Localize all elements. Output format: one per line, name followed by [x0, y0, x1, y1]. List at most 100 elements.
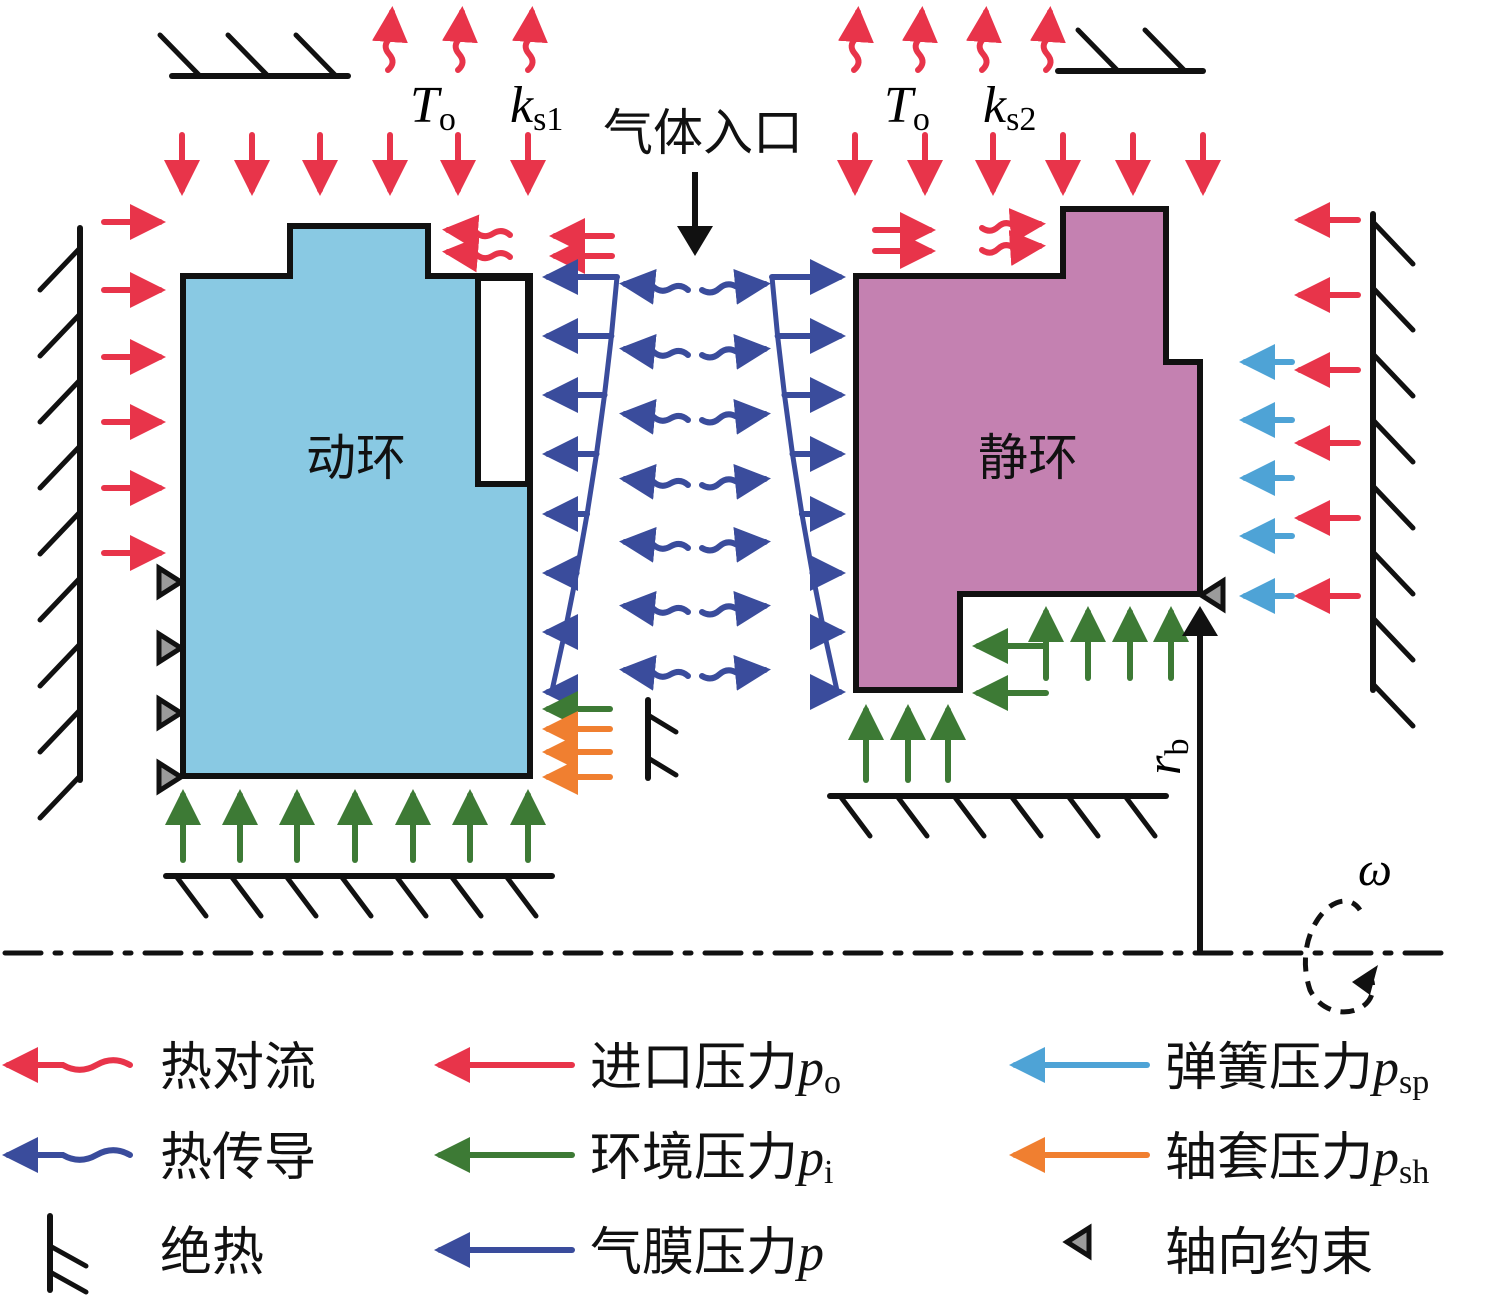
wall-hatch — [1370, 549, 1416, 597]
film-pressure-envelope-right — [769, 276, 840, 693]
convection-arrow — [442, 236, 513, 273]
conduction-arrow-left — [619, 463, 691, 500]
conduction-arrow-right — [699, 333, 771, 370]
legend-label: 气膜压力p — [590, 1223, 824, 1283]
temperature-right-label: To — [884, 77, 930, 138]
legend-subscript: sp — [1399, 1064, 1429, 1101]
axial-constraint-icon — [1196, 576, 1226, 614]
legend-symbol: p — [794, 1225, 824, 1282]
conduction-arrow-right — [699, 398, 771, 435]
legend-label: 轴向约束 — [1165, 1223, 1373, 1283]
convection-up-arrow — [441, 6, 478, 73]
axial-constraint-icon — [156, 694, 186, 732]
wall-hatch — [37, 707, 83, 755]
legend-item: 进口压力po — [434, 1038, 841, 1101]
adiabatic-icon-hatch — [47, 1269, 89, 1295]
wall-hatch — [283, 873, 319, 919]
legend-item: 轴套压力psh — [1009, 1128, 1429, 1191]
axial-constraint-icon — [1062, 1223, 1092, 1261]
conduction-arrow-right — [699, 268, 771, 305]
conduction-arrow-right — [699, 654, 771, 691]
legend-label: 热对流 — [160, 1038, 316, 1098]
legend-text: 弹簧压力 — [1165, 1038, 1373, 1098]
wall-hatch — [1370, 417, 1416, 465]
temperature-left-label: To — [410, 77, 456, 138]
wall-hatch — [503, 873, 539, 919]
conductivity-subscript: s2 — [1006, 101, 1036, 138]
legend-text: 轴套压力 — [1165, 1128, 1373, 1188]
adiabatic-hatch — [645, 712, 679, 735]
rotation-arrowhead-icon — [1352, 965, 1378, 995]
conduction-arrow-left — [619, 268, 691, 305]
wall-hatch — [173, 873, 209, 919]
wall-hatch — [225, 32, 271, 79]
stator-label: 静环 — [978, 429, 1078, 487]
wall-hatch — [1008, 793, 1044, 839]
legend-item: 气膜压力p — [434, 1223, 824, 1283]
conduction-arrow-right — [699, 590, 771, 627]
wall-hatch — [1370, 615, 1416, 663]
radius-subscript: b — [1159, 739, 1196, 756]
wall-hatch — [837, 793, 873, 839]
legend-subscript: o — [824, 1064, 841, 1101]
conductivity-right-label: ks2 — [983, 77, 1036, 138]
axial-constraint-icon — [156, 629, 186, 667]
wall-hatch — [37, 575, 83, 623]
temperature-symbol: T — [410, 77, 442, 134]
wall-hatch — [1370, 219, 1416, 267]
convection-up-arrow — [965, 6, 1002, 73]
wall-hatch — [157, 32, 203, 79]
adiabatic-hatch — [645, 755, 679, 778]
convection-up-arrow — [511, 6, 548, 73]
legend-text: 热对流 — [160, 1038, 316, 1098]
conduction-arrow-left — [619, 526, 691, 563]
adiabatic-icon-hatch — [47, 1243, 89, 1269]
temperature-subscript: o — [439, 101, 456, 138]
legend-symbol: p — [794, 1130, 824, 1187]
wall-hatch — [448, 873, 484, 919]
wall-hatch — [1122, 793, 1158, 839]
conductivity-symbol: k — [510, 77, 534, 134]
wall-hatch — [37, 443, 83, 491]
conductivity-left-label: ks1 — [510, 77, 563, 138]
boundary-arrows — [101, 6, 1361, 863]
wall-hatch — [37, 509, 83, 557]
conduction-arrow-right — [699, 526, 771, 563]
legend-label: 绝热 — [160, 1223, 264, 1283]
legend-symbol: p — [1369, 1130, 1399, 1187]
legend-text: 气膜压力 — [590, 1223, 798, 1283]
wall-hatch — [37, 773, 83, 821]
wall-hatch — [37, 311, 83, 359]
wall-hatch — [951, 793, 987, 839]
wall-hatch — [1065, 793, 1101, 839]
legend-text: 热传导 — [160, 1128, 316, 1188]
legend-symbol: p — [794, 1040, 824, 1097]
convection-up-arrow — [371, 6, 408, 73]
conduction-arrow-left — [619, 590, 691, 627]
wall-hatch — [1370, 351, 1416, 399]
conductivity-symbol: k — [983, 77, 1007, 134]
legend-text: 轴向约束 — [1165, 1223, 1373, 1283]
wall-hatch — [37, 641, 83, 689]
stator-ring-shape — [853, 206, 1203, 693]
angular-velocity-label: ω — [1358, 843, 1392, 896]
conduction-arrow-left — [619, 398, 691, 435]
fixed-walls — [37, 27, 1416, 919]
legend-label: 环境压力pi — [590, 1128, 833, 1191]
rings — [180, 206, 1203, 779]
axial-constraint-icon — [156, 563, 186, 601]
axial-constraints — [156, 563, 1226, 796]
wall-hatch — [894, 793, 930, 839]
rotor-groove — [475, 275, 531, 487]
rotor-ring-shape — [180, 223, 533, 779]
wall-hatch — [37, 377, 83, 425]
legend-item: 绝热 — [47, 1213, 264, 1295]
shaft-axis — [2, 606, 1453, 1015]
legend-text: 绝热 — [160, 1223, 264, 1283]
wall-hatch — [37, 245, 83, 293]
wall-hatch — [1142, 27, 1188, 74]
wall-hatch — [1370, 285, 1416, 333]
legend-item: 热传导 — [2, 1128, 316, 1188]
legend-item: 热对流 — [2, 1038, 316, 1098]
